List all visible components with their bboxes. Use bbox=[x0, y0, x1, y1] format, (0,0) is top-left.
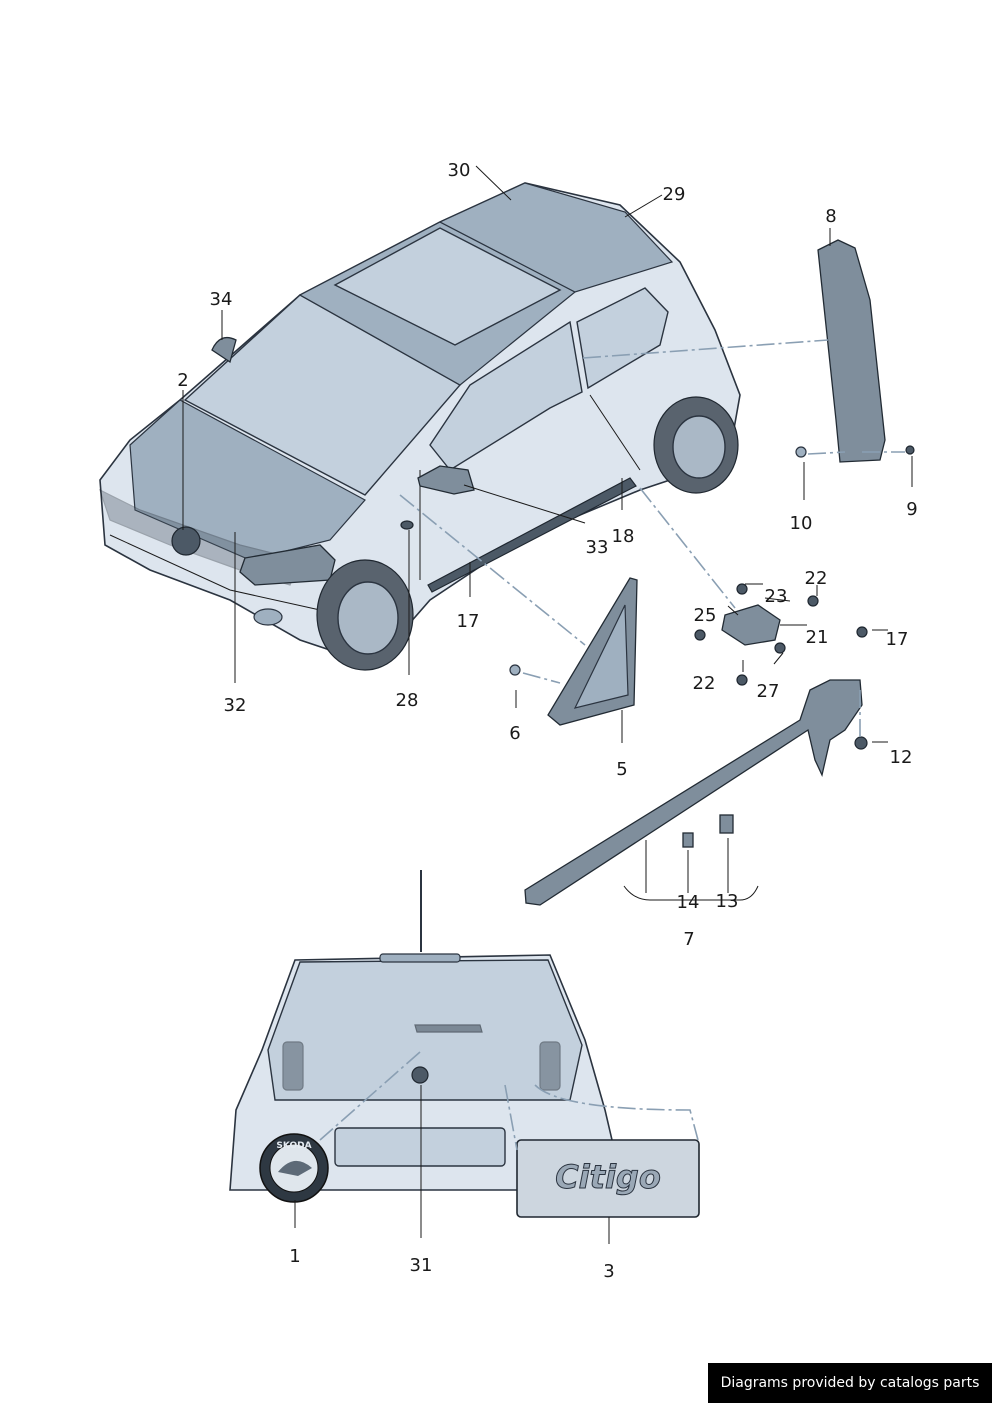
clip-13 bbox=[719, 814, 734, 834]
callout-labels: 30 29 8 34 2 10 9 33 18 22 23 25 21 17 1… bbox=[177, 160, 917, 1282]
callout-2: 2 bbox=[177, 370, 188, 391]
b-pillar-trim bbox=[817, 239, 886, 463]
callout-27: 27 bbox=[757, 681, 780, 702]
callout-21: 21 bbox=[806, 627, 829, 648]
clip-6 bbox=[509, 664, 521, 676]
callout-3: 3 bbox=[603, 1261, 614, 1282]
callout-23: 23 bbox=[765, 586, 788, 607]
clip-10 bbox=[795, 446, 807, 458]
leader-lines bbox=[182, 165, 913, 1244]
callout-29: 29 bbox=[663, 184, 686, 205]
callout-32: 32 bbox=[224, 695, 247, 716]
callout-5: 5 bbox=[616, 759, 627, 780]
callout-31: 31 bbox=[410, 1255, 433, 1276]
callout-33: 33 bbox=[586, 537, 609, 558]
callout-7: 7 bbox=[683, 929, 694, 950]
callout-10: 10 bbox=[790, 513, 813, 534]
callout-17b: 17 bbox=[457, 611, 480, 632]
callout-14: 14 bbox=[677, 892, 700, 913]
callout-25: 25 bbox=[694, 605, 717, 626]
screw-17 bbox=[856, 626, 868, 638]
credit-banner: Diagrams provided by catalogs parts bbox=[708, 1363, 992, 1403]
callout-22a: 22 bbox=[805, 568, 828, 589]
callout-30: 30 bbox=[448, 160, 471, 181]
emblem-text: SKODA bbox=[276, 1141, 311, 1151]
callout-1: 1 bbox=[289, 1246, 300, 1267]
callout-6: 6 bbox=[509, 723, 520, 744]
callout-22b: 22 bbox=[693, 673, 716, 694]
callout-34: 34 bbox=[210, 289, 233, 310]
callout-17a: 17 bbox=[886, 629, 909, 650]
callout-13: 13 bbox=[716, 891, 739, 912]
badge-text: Citigo bbox=[555, 1158, 661, 1196]
skoda-emblem: SKODA bbox=[259, 1133, 329, 1203]
callout-12: 12 bbox=[890, 747, 913, 768]
callout-28: 28 bbox=[396, 690, 419, 711]
dashed-leaders bbox=[319, 339, 905, 1151]
car-front-view bbox=[98, 182, 741, 671]
callout-9: 9 bbox=[906, 499, 917, 520]
bracket-assembly bbox=[694, 583, 819, 686]
clip-12 bbox=[854, 736, 868, 750]
clip-14 bbox=[682, 832, 694, 848]
callout-18: 18 bbox=[612, 526, 635, 547]
screw-9 bbox=[905, 445, 915, 455]
citigo-badge: Citigo bbox=[516, 1139, 700, 1218]
sill-moulding bbox=[524, 679, 863, 906]
credit-text: Diagrams provided by catalogs parts bbox=[720, 1375, 980, 1391]
callout-8: 8 bbox=[825, 206, 836, 227]
